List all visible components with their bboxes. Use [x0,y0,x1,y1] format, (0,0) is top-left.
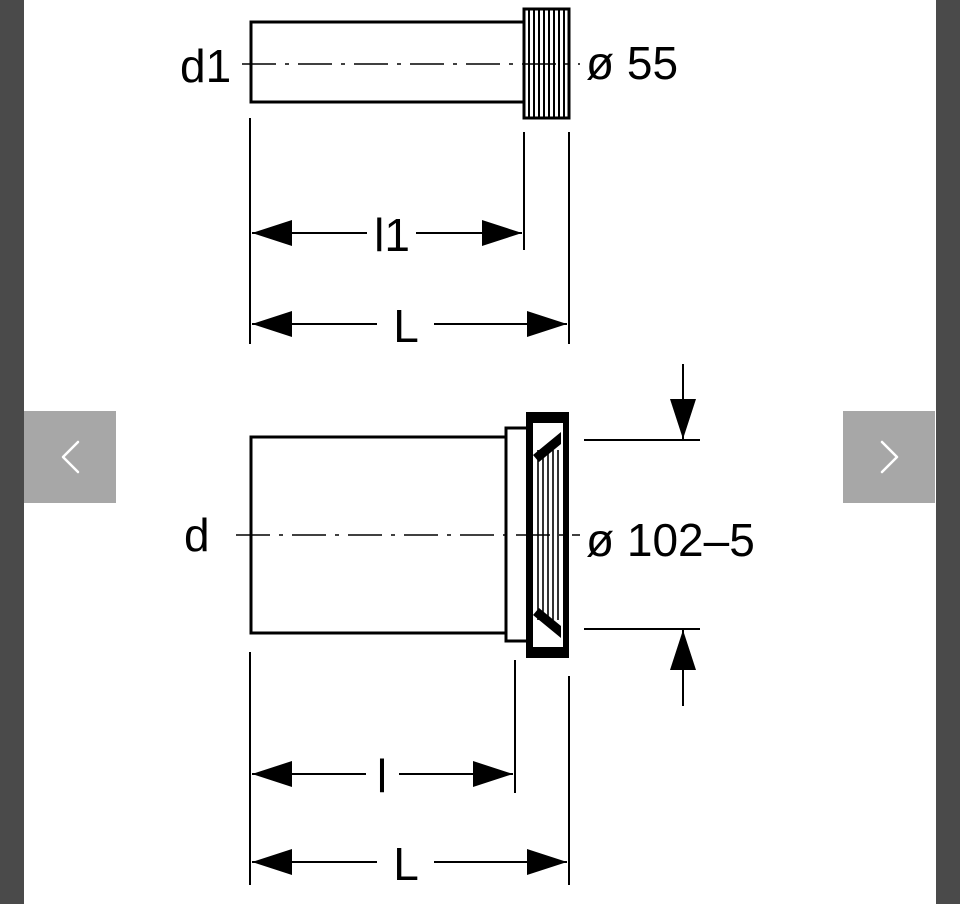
top-total-length-dimension: L [252,300,567,352]
top-inner-length-label: l1 [374,209,410,261]
bottom-total-length-label: L [393,838,419,890]
bottom-inner-length-label: l [377,750,387,802]
bottom-left-label: d [184,509,210,561]
bottom-inner-length-dimension: l [252,750,513,802]
bottom-pipe-view: d ø 102–5 l L [184,364,755,890]
bottom-diameter-dimension [584,364,700,706]
chevron-right-icon [880,440,899,474]
top-pipe-body [249,20,528,104]
top-inner-length-dimension: l1 [252,209,522,261]
top-total-length-label: L [393,300,419,352]
bottom-right-label: ø 102–5 [586,514,755,566]
image-viewer: d1 ø 55 l1 L [24,0,936,904]
pipe-dimension-drawing: d1 ø 55 l1 L [180,7,755,890]
next-image-button[interactable] [843,411,935,503]
bottom-total-length-dimension: L [252,838,567,890]
chevron-left-icon [61,440,80,474]
top-right-label: ø 55 [586,37,678,89]
top-left-label: d1 [180,40,231,92]
top-pipe-view: d1 ø 55 l1 L [180,7,678,352]
previous-image-button[interactable] [24,411,116,503]
